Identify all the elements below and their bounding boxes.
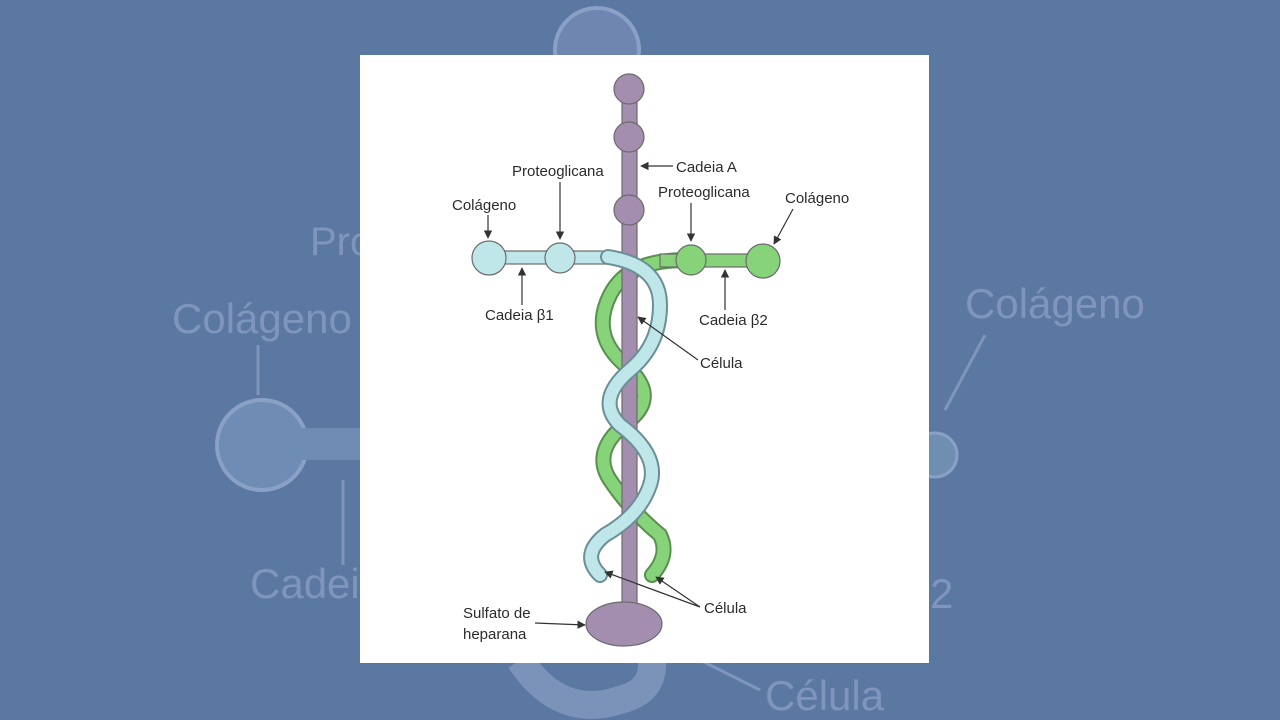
proteoglycan-right-bead	[675, 244, 707, 276]
laminin-diagram: Cadeia A Proteoglicana Proteoglicana Col…	[452, 73, 849, 647]
label-colageno-left: Colágeno	[452, 197, 516, 214]
bg-arrow-colageno-right	[943, 334, 987, 411]
label-cadeia-b1: Cadeia β1	[485, 307, 554, 324]
label-colageno-right: Colágeno	[785, 190, 849, 207]
label-proteoglicana-right: Proteoglicana	[658, 184, 750, 201]
bg-collagen-left	[215, 398, 309, 492]
bg-label-cadeia: Cadei	[250, 560, 360, 607]
arrow-celula-mid	[637, 316, 699, 361]
chain-a-bead-2	[613, 121, 645, 153]
chain-b1-helix	[585, 251, 667, 581]
collagen-left-bead	[471, 240, 507, 276]
collagen-right-bead	[745, 243, 781, 279]
arrow-celula-bottom-right	[655, 576, 701, 608]
arrow-sulfato	[534, 620, 586, 629]
bg-arrow-celula	[699, 658, 761, 692]
chain-a-bead-1	[613, 73, 645, 105]
label-celula-bottom: Célula	[704, 600, 747, 617]
bg-label-celula: Célula	[765, 672, 885, 719]
diagram-card: Cadeia A Proteoglicana Proteoglicana Col…	[360, 55, 929, 663]
bg-label-beta2: 2	[930, 570, 953, 617]
proteoglycan-left-bead	[544, 242, 576, 274]
label-sulfato-line2: heparana	[463, 626, 527, 643]
bg-label-colageno-left: Colágeno	[172, 295, 352, 342]
arrow-celula-bottom-left	[604, 570, 701, 608]
label-celula-mid: Célula	[700, 355, 743, 372]
heparan-sulfate-base	[585, 601, 663, 647]
bg-helix-bottom	[508, 646, 666, 719]
arrow-colageno-right	[773, 208, 794, 245]
label-cadeia-b2: Cadeia β2	[699, 312, 768, 329]
bg-label-colageno-right: Colágeno	[965, 280, 1145, 327]
label-cadeia-a: Cadeia A	[676, 159, 737, 176]
label-sulfato-line1: Sulfato de	[463, 605, 531, 622]
chain-a-bead-3	[613, 194, 645, 226]
chain-a-rod	[621, 82, 638, 624]
label-proteoglicana-left: Proteoglicana	[512, 163, 604, 180]
bg-chain-left	[300, 428, 370, 460]
